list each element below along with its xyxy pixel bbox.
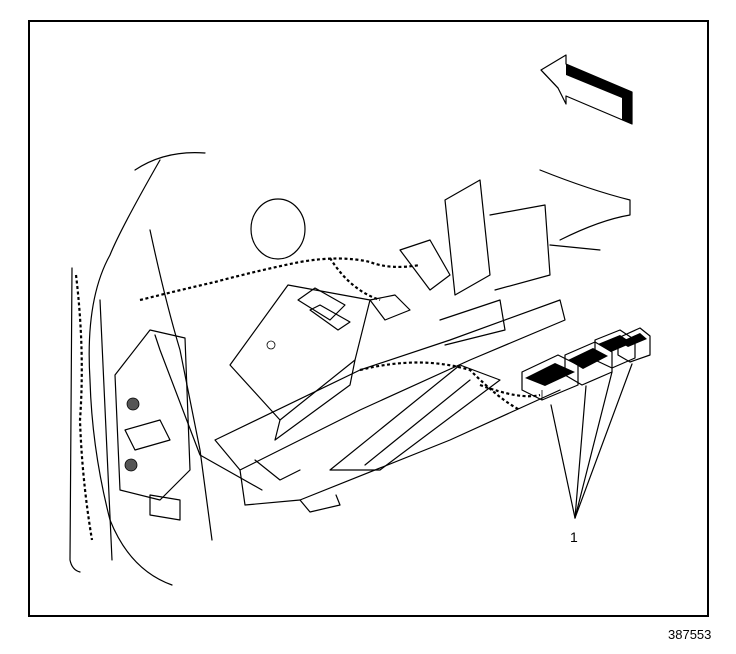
figure-number: 387553 (668, 627, 711, 642)
callout-label-1: 1 (570, 529, 578, 545)
bolt-icon (124, 458, 138, 472)
front-direction-arrow (540, 54, 633, 125)
connector (564, 341, 613, 386)
callout-leaders (550, 363, 633, 519)
connector (594, 329, 636, 369)
electrical-connectors (479, 327, 651, 401)
module-housing (229, 284, 371, 441)
connector (617, 327, 651, 363)
upper-wire-harness (139, 257, 421, 302)
connector (521, 354, 579, 401)
diagram-frame (28, 20, 709, 617)
round-component (250, 198, 306, 260)
instrument-panel-structure (214, 169, 631, 513)
bolt-icon (126, 397, 140, 411)
door-pillar-trim (69, 152, 213, 586)
mounting-bracket (114, 329, 263, 521)
